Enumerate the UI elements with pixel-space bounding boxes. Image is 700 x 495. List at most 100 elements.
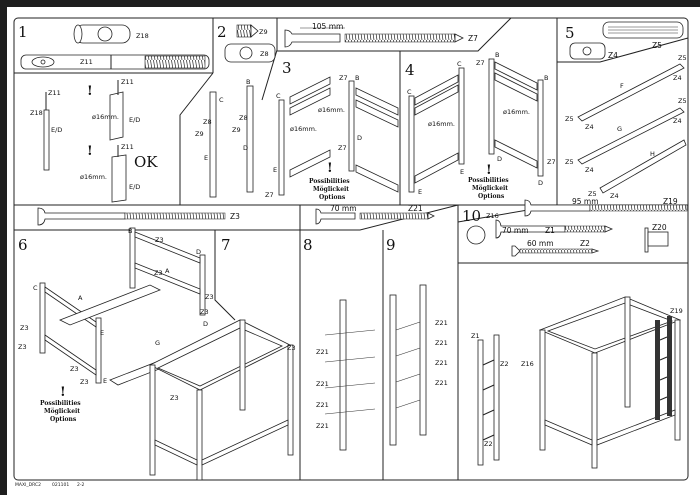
- board-label: B: [544, 74, 548, 82]
- options-text: Possibilities: [468, 177, 509, 184]
- part-label: Z1: [471, 332, 480, 340]
- board-label: B: [246, 78, 250, 86]
- step-10-panel: 10 Z16 95 mm Z19 70 mm Z1 60 mm Z2 Z20: [462, 197, 688, 469]
- loft-bed-drawing: [538, 296, 682, 469]
- part-label: Z4: [610, 192, 619, 200]
- options-text: Possibilities: [40, 400, 81, 407]
- board-label: C: [407, 88, 412, 96]
- step-1-panel: 1 Z18 Z11 Z11 Z18 E/D ! Z11 ø16mm. E/D !…: [18, 23, 210, 203]
- board-label: B: [495, 51, 499, 59]
- part-label: Z3: [200, 308, 209, 316]
- page-number: 2-2: [77, 482, 84, 488]
- footer: MAXI_DRC2 021101 2-2: [15, 482, 84, 488]
- board-label: C: [219, 96, 224, 104]
- step-number: 5: [565, 24, 575, 42]
- options-text: Options: [50, 416, 77, 423]
- options-text: Options: [319, 194, 346, 201]
- board-label: F: [620, 82, 624, 90]
- warning-mark: !: [60, 385, 66, 400]
- options-text: Possibilities: [309, 178, 350, 185]
- part-label: Z3: [170, 394, 179, 402]
- part-label: Z20: [652, 223, 667, 232]
- warning-mark: !: [87, 84, 93, 99]
- board-label: C: [33, 284, 38, 292]
- measurement-label: 95 mm: [572, 197, 599, 206]
- options-text: Options: [478, 193, 505, 200]
- part-label: Z18: [136, 32, 149, 40]
- part-label: Z8: [239, 114, 248, 122]
- step-number: 2: [217, 23, 227, 41]
- part-label: Z21: [408, 204, 423, 213]
- drill-label: ø16mm.: [80, 173, 107, 181]
- part-label: Z3: [18, 343, 27, 351]
- bolt-z3-icon: Z3: [37, 207, 240, 226]
- part-label: Z4: [673, 74, 682, 82]
- bed-frame-drawing: [149, 319, 294, 481]
- screw-z9-icon: [236, 24, 252, 38]
- board-label: E: [418, 188, 422, 196]
- board-label: G: [617, 125, 622, 133]
- part-label: Z21: [316, 401, 329, 409]
- measurement-label: 70 mm: [330, 204, 357, 213]
- part-label: Z21: [316, 380, 329, 388]
- step-4-panel: 4 C E C E B D B D ø16mm. ø16mm. Z7 Z7 ! …: [405, 51, 556, 200]
- measurement-label: 70 mm: [502, 226, 529, 235]
- bolt-z21-icon: 70 mm Z21: [315, 204, 435, 225]
- step-3-panel: 3 C E B D Z7 ø16mm. ø16mm. Z7 Z7 ! Possi…: [265, 59, 399, 201]
- ok-label: OK: [134, 153, 158, 171]
- part-label: Z11: [48, 89, 61, 97]
- warning-mark: !: [327, 161, 333, 176]
- board-label: E/D: [51, 126, 62, 134]
- part-label: Z2: [500, 360, 509, 368]
- step-9-panel: 9 Z21 Z21 Z21 Z21: [386, 236, 448, 446]
- part-label: Z1: [545, 226, 555, 235]
- panel-borders: [13, 17, 689, 481]
- step-2-panel: 2 Z9 Z8 C Z8 Z9 E B Z8 Z9 D: [195, 23, 276, 198]
- warning-mark: !: [486, 163, 492, 178]
- drill-label: ø16mm.: [503, 108, 530, 116]
- step-number: 10: [462, 207, 481, 225]
- drill-label: ø16mm.: [428, 120, 455, 128]
- part-label: Z3: [287, 344, 296, 352]
- part-label: Z18: [30, 109, 43, 117]
- part-label: Z3: [205, 293, 214, 301]
- board-label: H: [650, 150, 655, 158]
- part-label: Z4: [585, 123, 594, 131]
- board-label: D: [243, 144, 248, 152]
- instruction-sheet: 1 Z18 Z11 Z11 Z18 E/D ! Z11 ø16mm. E/D !…: [7, 7, 700, 495]
- part-label: Z9: [195, 130, 204, 138]
- part-label: Z9: [259, 28, 268, 36]
- step-number: 9: [386, 236, 396, 254]
- step-number: 1: [18, 23, 28, 41]
- part-label: Z3: [154, 269, 163, 277]
- board-label: D: [357, 134, 362, 142]
- bolt-z7-icon: 105 mm Z7: [284, 22, 478, 48]
- part-label: Z7: [547, 158, 556, 166]
- drill-label: ø16mm.: [290, 125, 317, 133]
- measurement-label: 60 mm: [527, 239, 554, 248]
- part-label: Z21: [435, 359, 448, 367]
- board-label: E: [100, 329, 104, 337]
- step-number: 6: [18, 236, 28, 254]
- bolt-z11-icon: [20, 54, 210, 70]
- part-label: Z16: [486, 212, 499, 220]
- board-label: E: [204, 154, 208, 162]
- warning-mark: !: [87, 144, 93, 159]
- board-label: D: [196, 248, 201, 256]
- step-5-panel: 5 Z5 Z4 F G H Z5 Z4 Z5 Z4 Z5 Z4 Z5 Z4 Z5…: [565, 21, 687, 200]
- drill-label: ø16mm.: [318, 106, 345, 114]
- options-text: Möglickeit: [44, 408, 80, 415]
- part-label: Z4: [585, 166, 594, 174]
- part-label: Z21: [435, 319, 448, 327]
- part-label: Z3: [20, 324, 29, 332]
- part-label: Z9: [232, 126, 241, 134]
- dowel-z18-icon: [73, 24, 131, 44]
- bolt-z19-icon: 95 mm Z19: [524, 197, 688, 217]
- part-label: Z11: [121, 143, 134, 151]
- part-label: Z3: [230, 212, 240, 221]
- board-label: E: [273, 166, 277, 174]
- options-text: Möglickeit: [472, 185, 508, 192]
- part-label: Z5: [678, 97, 687, 105]
- step-7-panel: 7 Z3 Z3: [149, 236, 296, 481]
- part-label: Z19: [670, 307, 683, 315]
